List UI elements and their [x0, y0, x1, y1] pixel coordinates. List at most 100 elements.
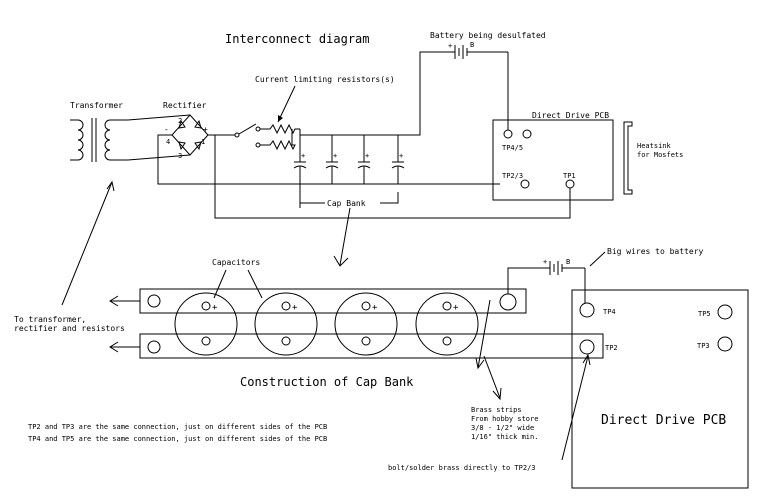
label-transformer: Transformer [70, 101, 123, 110]
tp23-pad [520, 179, 530, 189]
label-to-transformer-1: To transformer, [14, 315, 86, 324]
rectifier-minus: - [164, 125, 169, 134]
svg-text:+: + [301, 152, 305, 160]
arrow-to-transformer [61, 181, 113, 306]
cap-large-4: + [415, 292, 479, 356]
rectifier-pin-3: 3 [178, 152, 182, 160]
wire-strip-to-battery [507, 267, 545, 294]
switch-blade [238, 123, 257, 135]
tp5-pad [717, 304, 733, 320]
rectifier-pin-4: 4 [166, 138, 170, 146]
label-to-transformer-2: rectifier and resistors [14, 324, 125, 333]
tp2-pad [579, 339, 595, 355]
svg-text:+: + [399, 152, 403, 160]
switch-terminal-b [255, 126, 261, 132]
svg-text:B: B [470, 41, 474, 49]
label-brass-4: 1/16" thick min. [471, 433, 538, 441]
pcb-big [571, 289, 749, 489]
wire-plus-bus [300, 51, 450, 136]
capacitor-4: + [391, 135, 405, 184]
cap-bank-arrow-head [333, 255, 349, 267]
cap-large-2: + [254, 292, 318, 356]
label-brass-1: Brass strips [471, 406, 522, 414]
tp3-label: TP3 [697, 342, 710, 350]
tp4-pad [579, 302, 595, 318]
svg-text:+: + [212, 303, 218, 313]
tp45-pad-b [522, 129, 532, 139]
capacitors-pointer-2 [247, 269, 263, 299]
svg-text:+: + [292, 303, 298, 313]
switch-terminal-a [234, 132, 240, 138]
brass-pointer-top [477, 299, 491, 369]
cap-bank-schematic: + + + + [293, 135, 405, 208]
cap-large-1: + [174, 292, 238, 356]
title-interconnect: Interconnect diagram [225, 32, 370, 46]
tp45-label: TP4/5 [502, 144, 523, 152]
label-heatsink-2: for Mosfets [637, 151, 683, 159]
brass-strip-bottom [139, 333, 604, 359]
label-battery-top: Battery being desulfated [430, 31, 546, 40]
svg-text:+: + [543, 258, 547, 266]
label-big-wires: Big wires to battery [607, 247, 704, 256]
tp45-pad [503, 129, 513, 139]
battery-top: + B [448, 41, 508, 59]
label-pcb-big: Direct Drive PCB [601, 413, 726, 428]
tp2-label: TP2 [605, 344, 618, 352]
cap-bank-arrow [339, 207, 351, 266]
tp3-pad [717, 336, 733, 352]
resistor-pointer [277, 85, 296, 123]
bolt-pointer-head [582, 353, 591, 366]
label-heatsink-1: Heatsink [637, 142, 672, 150]
svg-text:+: + [453, 303, 459, 313]
rectifier-pin-2: 2 [178, 117, 182, 125]
resistor-pointer-head [278, 115, 283, 122]
wire-to-tp1 [214, 135, 571, 219]
rectifier-pin-1: 1 [201, 138, 205, 146]
cap-large-3: + [334, 292, 398, 356]
brass-pointer-bottom [483, 355, 501, 399]
resistor-2 [260, 129, 296, 151]
transformer-symbol [70, 118, 128, 162]
heatsink [623, 121, 633, 195]
note-1: TP2 and TP3 are the same connection, jus… [28, 423, 327, 431]
svg-text:B: B [566, 258, 570, 266]
tp5-label: TP5 [698, 310, 711, 318]
label-brass-3: 3/8 - 1/2" wide [471, 424, 534, 432]
capacitors-pointer-1 [213, 269, 227, 299]
label-resistors: Current limiting resistors(s) [255, 75, 395, 84]
label-rectifier: Rectifier [163, 101, 207, 110]
label-pcb-small: Direct Drive PCB [532, 111, 609, 120]
rectifier-plus: + [203, 125, 208, 134]
label-capacitors: Capacitors [212, 258, 260, 267]
wire-rect-minus-tp23 [157, 134, 500, 185]
svg-text:+: + [365, 152, 369, 160]
big-wires-pointer [589, 251, 606, 267]
svg-text:+: + [333, 152, 337, 160]
battery-bottom: + B [543, 258, 585, 275]
label-bolt: bolt/solder brass directly to TP2/3 [388, 464, 536, 472]
cap-bank-bracket [299, 192, 399, 204]
switch-terminal-c [255, 142, 261, 148]
arrow-to-transformer-head [106, 180, 115, 192]
label-cap-bank: Cap Bank [327, 199, 366, 208]
rectifier-bridge: 2 4 1 3 - + [127, 114, 209, 161]
title-construction: Construction of Cap Bank [240, 375, 414, 389]
tp23-label: TP2/3 [502, 172, 523, 180]
tp4-label: TP4 [603, 308, 616, 316]
bolt-pointer [561, 355, 589, 461]
capacitor-3: + [357, 135, 371, 184]
tp1-label: TP1 [563, 172, 576, 180]
arrow-left-bottom [109, 341, 140, 353]
brass-pointer-bottom-head [492, 387, 502, 401]
svg-text:+: + [372, 303, 378, 313]
pcb-small [492, 119, 614, 201]
capacitor-2: + [325, 135, 339, 184]
note-2: TP4 and TP5 are the same connection, jus… [28, 435, 327, 443]
arrow-left-top [109, 295, 140, 307]
capacitor-1: + [293, 135, 307, 208]
label-brass-2: From hobby store [471, 415, 538, 423]
svg-text:+: + [448, 42, 452, 50]
tp1-pad [565, 179, 575, 189]
